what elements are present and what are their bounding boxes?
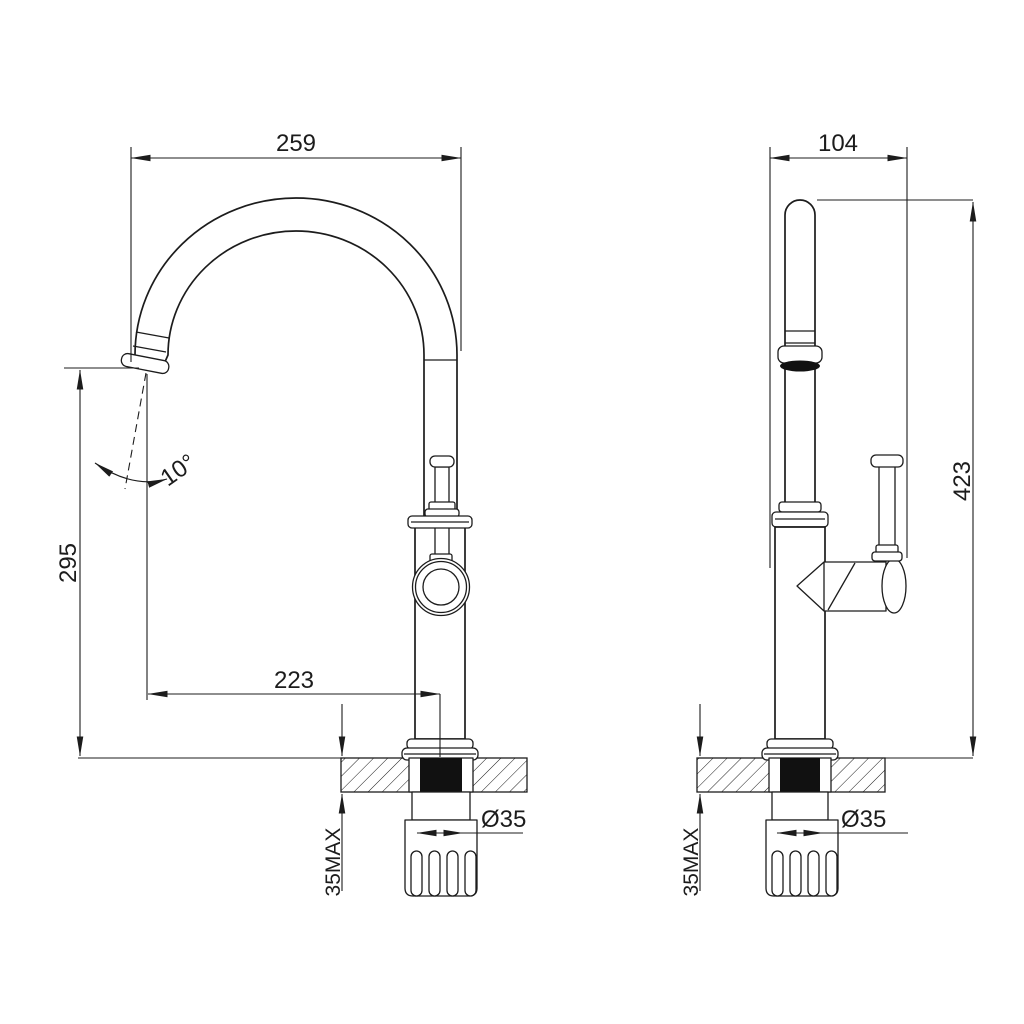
- dim-label-spout-height: 295: [55, 543, 82, 583]
- aerator-face-ring: [780, 360, 820, 372]
- dim-label-deck-max-front: 35MAX: [680, 828, 703, 897]
- shank-tube-side: [411, 791, 471, 821]
- aerator-tip-lip-front: [777, 345, 823, 364]
- dimension-hole-dia-front: Ø35: [776, 806, 908, 837]
- front-view: [696, 199, 973, 897]
- dim-label-hole-dia-side: Ø35: [481, 806, 526, 833]
- aerator-band-line: [132, 345, 167, 353]
- dimension-deck-max-side: 35MAX: [322, 704, 346, 897]
- angle-arc: [94, 462, 168, 488]
- valve-end-cap: [881, 558, 907, 614]
- dimension-hole-dia-side: Ø35: [416, 806, 526, 837]
- nut-slot: [410, 850, 423, 897]
- dim-label-center-reach: 223: [274, 667, 314, 694]
- nut-slot: [807, 850, 820, 897]
- valve-body-chamfer-line: [827, 562, 856, 611]
- shank-body-front: [780, 758, 820, 792]
- nut-slot: [771, 850, 784, 897]
- handle-collar-base: [871, 551, 903, 562]
- shank-tube-front: [771, 791, 829, 821]
- dimension-center-reach: 223: [147, 667, 441, 757]
- aerator-tip-lip: [120, 352, 170, 375]
- dimension-spout-angle: 10°: [94, 372, 201, 700]
- nut-slot: [428, 850, 441, 897]
- nut-slot: [825, 850, 838, 897]
- nut-slot: [464, 850, 477, 897]
- nut-slot: [446, 850, 459, 897]
- dimension-body-width: 104: [769, 130, 908, 568]
- dim-label-body-width: 104: [818, 130, 858, 157]
- stream-angle-line: [124, 372, 147, 490]
- control-knob-ring: [414, 560, 468, 614]
- dimension-deck-max-front: 35MAX: [680, 704, 704, 897]
- dimension-spout-reach: 259: [130, 130, 462, 362]
- dimension-spout-height: 295: [55, 367, 139, 757]
- neck-collar-step: [778, 501, 822, 513]
- dim-label-total-height: 423: [949, 461, 976, 501]
- handle-lever-shaft-front: [878, 465, 896, 553]
- dim-label-deck-max-side: 35MAX: [322, 828, 345, 897]
- control-knob-outer: [411, 557, 471, 617]
- handle-lever-cap: [429, 455, 455, 468]
- dim-label-hole-dia-front: Ø35: [841, 806, 886, 833]
- aerator-band-line: [135, 331, 170, 339]
- control-knob-inner: [422, 568, 460, 606]
- dimension-total-height: 423: [817, 199, 977, 757]
- body-column-front: [774, 526, 826, 740]
- gooseneck-spout-outline: [126, 197, 458, 517]
- dim-label-spout-reach: 259: [276, 130, 316, 157]
- dim-label-spout-angle: 10°: [156, 449, 201, 492]
- handle-lever-cap-front: [870, 454, 904, 468]
- side-view: [78, 197, 528, 897]
- nut-slot: [789, 850, 802, 897]
- shank-body-side: [420, 758, 462, 792]
